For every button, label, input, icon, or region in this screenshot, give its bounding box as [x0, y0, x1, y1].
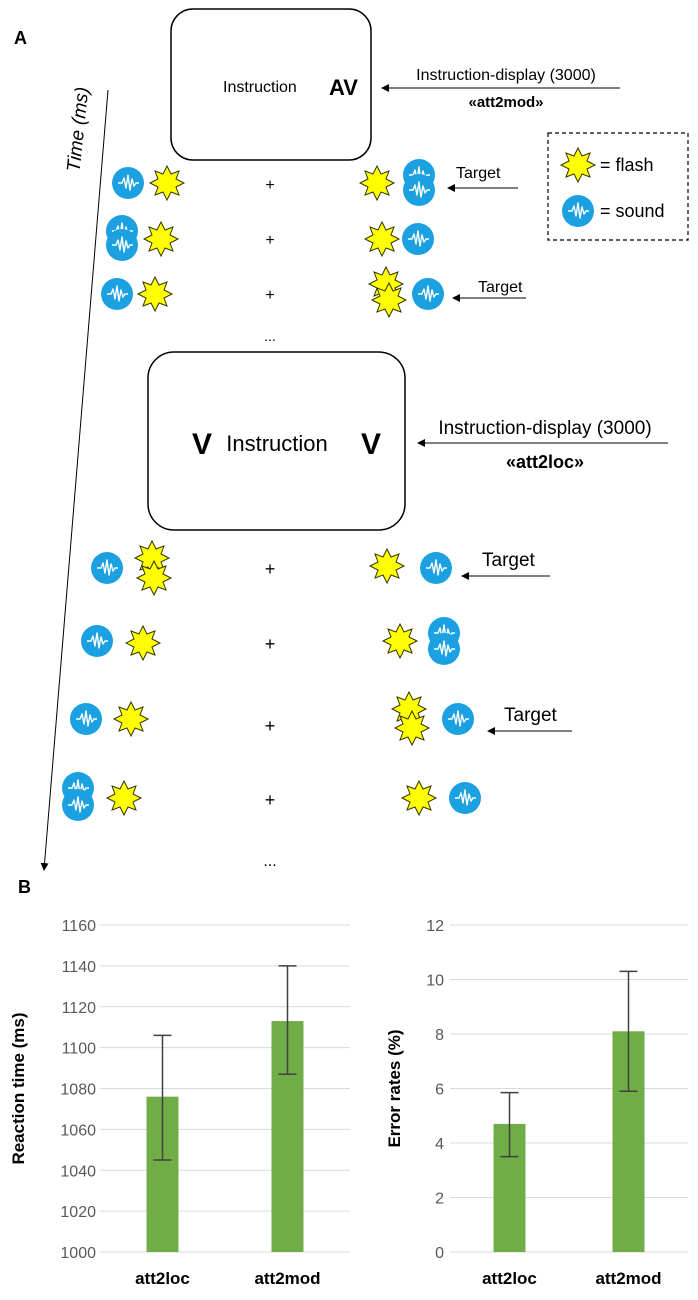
modality-cue-av: AV	[329, 75, 358, 100]
sound-icon	[69, 702, 103, 736]
stimulus-row-2-4: +	[61, 771, 482, 822]
flash-icon	[106, 780, 142, 816]
sound-icon	[419, 551, 453, 585]
flash-icon	[382, 623, 418, 659]
fixation-cross: +	[265, 634, 276, 654]
y-tick-label: 1040	[60, 1163, 96, 1180]
time-axis-label: Time (ms)	[64, 86, 94, 173]
stimulus-row-2-2: +	[80, 616, 461, 666]
fixation-cross: +	[265, 559, 276, 579]
flash-icon	[371, 282, 407, 318]
y-tick-label: 1160	[62, 918, 97, 935]
y-tick-label: 1080	[60, 1082, 96, 1099]
sound-icon	[427, 632, 461, 666]
legend-flash-label: = flash	[600, 155, 654, 175]
fixation-cross: +	[265, 790, 276, 810]
target-label: Target	[504, 705, 558, 726]
y-tick-label: 8	[435, 1027, 444, 1044]
ellipsis: ...	[263, 853, 276, 870]
sound-icon	[111, 166, 145, 200]
panel-b-label: B	[18, 877, 31, 897]
flash-icon	[359, 165, 395, 201]
y-tick-label: 2	[435, 1191, 444, 1208]
flash-icon	[149, 165, 185, 201]
sound-icon	[61, 788, 95, 822]
y-tick-label: 12	[426, 918, 444, 935]
x-category-label: att2loc	[135, 1269, 190, 1288]
legend-flash-icon	[560, 147, 596, 183]
flash-icon	[394, 710, 430, 746]
sound-icon	[441, 702, 475, 736]
stimulus-row-2-3: + Target	[69, 691, 572, 746]
panel-a-label: A	[14, 28, 27, 48]
flash-icon	[364, 221, 400, 257]
y-tick-label: 1120	[62, 1000, 97, 1017]
stimulus-row-1-1: + Target	[111, 158, 518, 207]
flash-icon	[143, 221, 179, 257]
y-tick-label: 1100	[62, 1041, 97, 1058]
fixation-cross: +	[265, 287, 274, 304]
fixation-cross: +	[265, 716, 276, 736]
flash-icon	[113, 701, 149, 737]
time-axis-arrow	[40, 89, 109, 871]
sound-icon	[402, 173, 436, 207]
reaction-time-chart: 1000 1020 1040 1060 1080 1100 1120 1140 1160Reac…	[9, 918, 350, 1288]
ellipsis: ...	[264, 328, 276, 344]
instruction-display-2	[147, 351, 406, 531]
instruction-display-1	[170, 8, 372, 161]
x-category-label: att2loc	[482, 1269, 537, 1288]
instruction-word-2: Instruction	[226, 431, 328, 456]
x-category-label: att2mod	[595, 1269, 661, 1288]
x-category-label: att2mod	[254, 1269, 320, 1288]
display-label-1: Instruction-display (3000)	[416, 67, 596, 84]
y-tick-label: 10	[426, 973, 444, 990]
sound-icon	[411, 277, 445, 311]
y-tick-label: 1020	[60, 1204, 96, 1221]
condition-tag-2: «att2loc»	[506, 452, 584, 472]
sound-icon	[401, 222, 435, 256]
flash-icon	[369, 548, 405, 584]
sound-icon	[80, 624, 114, 658]
y-tick-label: 1060	[60, 1122, 96, 1139]
flash-icon	[137, 276, 173, 312]
sound-icon	[100, 277, 134, 311]
flash-icon	[136, 560, 172, 596]
fixation-cross: +	[265, 177, 274, 194]
legend-sound-icon	[561, 194, 595, 228]
instruction-word-1: Instruction	[223, 79, 297, 96]
condition-tag-1: «att2mod»	[468, 94, 543, 111]
y-axis-label: Reaction time (ms)	[9, 1012, 28, 1164]
fixation-cross: +	[265, 232, 274, 249]
y-tick-label: 1140	[62, 959, 97, 976]
target-label: Target	[482, 550, 536, 571]
stimulus-row-1-3: + Target	[100, 266, 526, 318]
sound-icon	[105, 228, 139, 262]
display-label-2: Instruction-display (3000)	[438, 418, 651, 439]
sound-icon	[448, 781, 482, 815]
modality-cue-right: V	[361, 428, 381, 461]
modality-cue-left: V	[192, 428, 212, 461]
target-label: Target	[478, 279, 523, 296]
flash-icon	[125, 625, 161, 661]
legend-sound-label: = sound	[600, 201, 665, 221]
y-axis-label: Error rates (%)	[385, 1029, 404, 1147]
target-label: Target	[456, 165, 501, 182]
stimulus-row-1-2: +	[105, 214, 435, 262]
y-tick-label: 6	[435, 1082, 444, 1099]
flash-icon	[401, 780, 437, 816]
y-tick-label: 4	[435, 1136, 444, 1153]
sound-icon	[90, 551, 124, 585]
y-tick-label: 0	[435, 1245, 444, 1262]
y-tick-label: 1000	[60, 1245, 96, 1262]
stimulus-row-2-1: + Target	[90, 540, 550, 596]
